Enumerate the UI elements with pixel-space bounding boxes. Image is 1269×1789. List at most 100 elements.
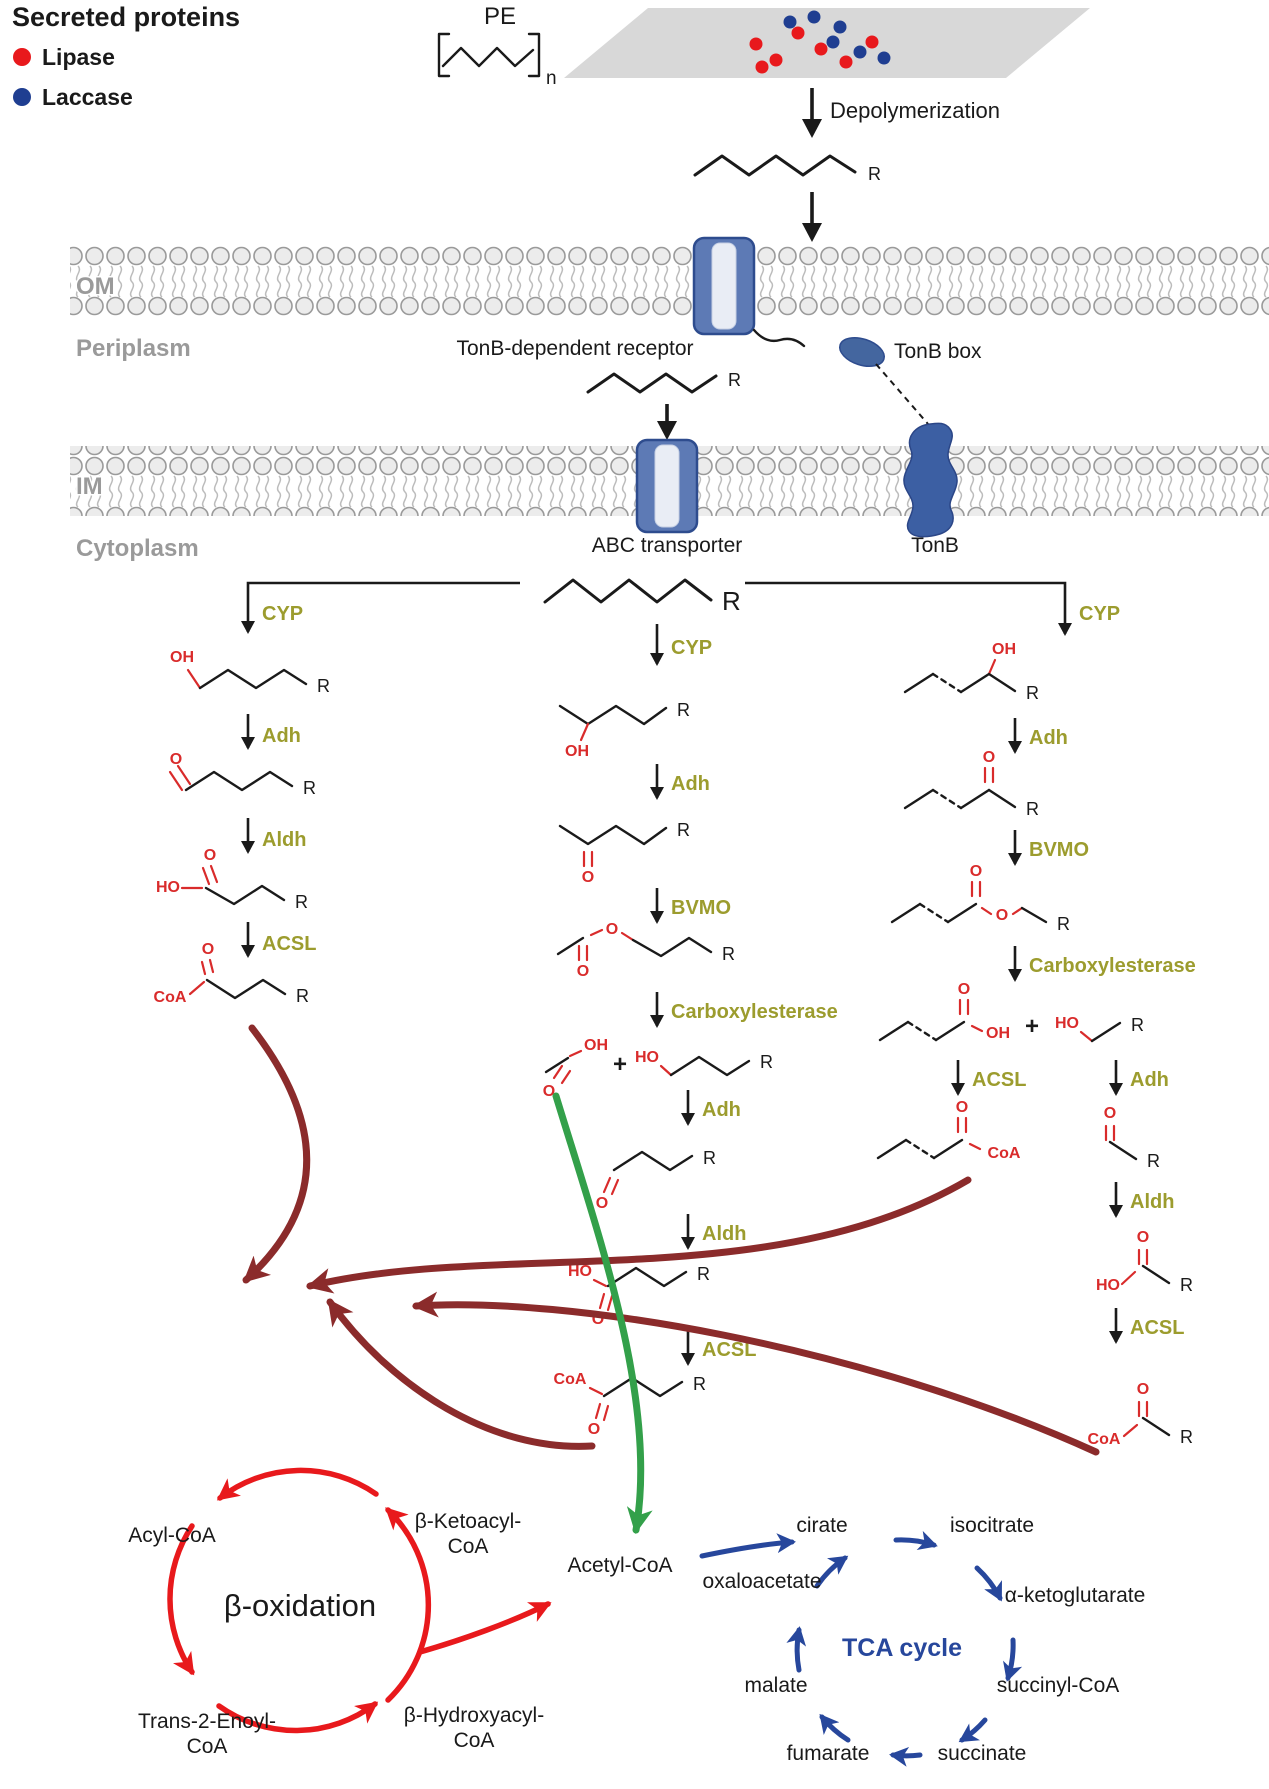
chain — [1108, 1140, 1138, 1161]
chem-label-r: R — [693, 1374, 706, 1394]
tonb-label: TonB — [911, 534, 959, 557]
node-malate: malate — [744, 1674, 807, 1697]
enzyme-label-aldh: Aldh — [702, 1223, 746, 1245]
chem-label-r: R — [1026, 799, 1039, 819]
tonb-receptor-channel — [711, 242, 737, 330]
tca-cycle-title: TCA cycle — [842, 1634, 962, 1662]
chem-label-r: R — [677, 820, 690, 840]
chain — [903, 672, 935, 694]
aldehyde-chain-center — [612, 1150, 694, 1172]
ho-bond — [659, 1064, 673, 1077]
chem-label-o: O — [958, 981, 970, 998]
pe-subscript: n — [546, 68, 557, 89]
chem-label-r: R — [868, 164, 881, 184]
chem-label-r: R — [296, 986, 309, 1006]
chem-label-r: R — [760, 1052, 773, 1072]
alcohol-chain-left — [198, 668, 308, 690]
chem-label-plus: + — [1025, 1013, 1039, 1040]
tca-cycle: TCA cycle cirate isocitrate α-ketoglutar… — [699, 1514, 1146, 1767]
oh-bond — [568, 1049, 583, 1058]
carbonyl-dbond — [594, 1402, 610, 1422]
carbonyl-dbond — [1137, 1400, 1149, 1418]
chem-label-o: O — [582, 869, 594, 886]
chain — [987, 672, 1017, 693]
node-alpha-ketoglutarate: α-ketoglutarate — [1005, 1584, 1146, 1607]
carbonyl-dbond — [168, 764, 192, 792]
coa-bond — [188, 980, 206, 996]
chem-label-r: R — [1057, 914, 1070, 934]
ho-bond — [592, 1278, 608, 1288]
acetylcoa-to-tca-arrow — [699, 1533, 796, 1559]
sec-alcohol-chain — [558, 704, 668, 726]
acylcoa-chain-left — [205, 978, 287, 1000]
chem-label-oh: OH — [584, 1037, 608, 1054]
ketone-chain — [558, 824, 668, 846]
carbonyl-dbond — [552, 1064, 572, 1085]
chain — [876, 1138, 908, 1160]
chem-label-ho: HO — [156, 879, 180, 896]
tonb-box-label: TonB box — [894, 340, 982, 363]
node-citrate: cirate — [796, 1514, 847, 1537]
inner-membrane: IM ABC transporter TonB Cytoplasm — [70, 422, 1269, 564]
chem-label-r: R — [1180, 1275, 1193, 1295]
pe-bracket-right — [527, 32, 541, 78]
pathway-left: CYP OH R Adh O R Aldh O HO R ACSL CoA O … — [154, 603, 330, 1006]
chem-label-r: R — [1147, 1151, 1160, 1171]
enzyme-label-aldh: Aldh — [262, 829, 306, 851]
ho-bond — [1120, 1270, 1137, 1286]
enzyme-label-adh: Adh — [671, 773, 710, 795]
ester-bonds — [980, 906, 1024, 916]
carbonyl-dbond — [582, 850, 594, 868]
enzyme-label-cyp: CYP — [1079, 603, 1120, 625]
lipase-dot-icon — [13, 48, 31, 66]
tca-arc-akg-succinylcoa — [1003, 1637, 1023, 1682]
beta-oxidation-title: β-oxidation — [224, 1588, 376, 1623]
tca-arc-citrate-isocitrate — [893, 1530, 938, 1550]
tonb-box-shape — [839, 336, 885, 368]
enzyme-label-adh: Adh — [1029, 727, 1068, 749]
tonb-receptor-tail — [752, 328, 806, 348]
node-ketoacyl-coa: β-Ketoacyl- — [415, 1510, 522, 1533]
enzyme-label-adh: Adh — [1130, 1069, 1169, 1091]
alkane-chain-cytoplasm — [543, 578, 713, 604]
chem-label-coa: CoA — [154, 989, 187, 1006]
laccase-dots — [783, 10, 891, 65]
im-label: IM — [76, 473, 103, 500]
chain — [987, 788, 1017, 809]
chem-label-ho: HO — [635, 1049, 659, 1066]
alkane-chain-top — [693, 154, 857, 177]
acetate-to-acetylcoa-arrow — [552, 1092, 653, 1534]
chem-label-r: R — [1026, 683, 1039, 703]
chem-label-ho: HO — [1055, 1015, 1079, 1032]
carbonyl-dbond — [1104, 1124, 1116, 1142]
enzyme-label-bvmo: BVMO — [671, 897, 731, 919]
chem-label-o: O — [970, 863, 982, 880]
enzyme-label-carboxylesterase: Carboxylesterase — [671, 1001, 838, 1023]
chem-label-o: O — [170, 751, 182, 768]
cytoplasm-label: Cytoplasm — [76, 535, 199, 562]
node-fumarate: fumarate — [787, 1742, 870, 1765]
outer-membrane: OM TonB-dependent receptor TonB box — [70, 236, 1269, 425]
chain — [959, 788, 991, 810]
depolymerization-label: Depolymerization — [830, 98, 1000, 123]
chem-label-o: O — [1104, 1105, 1116, 1122]
chain — [934, 1020, 966, 1042]
node-isocitrate: isocitrate — [950, 1514, 1034, 1537]
node-enoyl-coa: Trans-2-Enoyl- — [138, 1710, 276, 1733]
funnel-arrow-center-coa — [326, 1298, 596, 1450]
carbonyl-dbond — [958, 998, 970, 1016]
chem-label-o: O — [996, 907, 1008, 924]
chem-label-r: R — [677, 700, 690, 720]
enzyme-label-acsl: ACSL — [702, 1339, 756, 1361]
coa-bond — [588, 1386, 604, 1396]
aldehyde-chain-left — [184, 770, 294, 792]
chain-break — [931, 788, 963, 810]
pe-chain — [441, 46, 535, 68]
periplasm-label: Periplasm — [76, 335, 191, 362]
periplasm: Periplasm R — [75, 334, 741, 440]
chain — [946, 902, 978, 924]
node-hydroxyacyl-coa: β-Hydroxyacyl- — [404, 1704, 544, 1727]
tca-arc-succinylcoa-succinate — [958, 1717, 988, 1743]
